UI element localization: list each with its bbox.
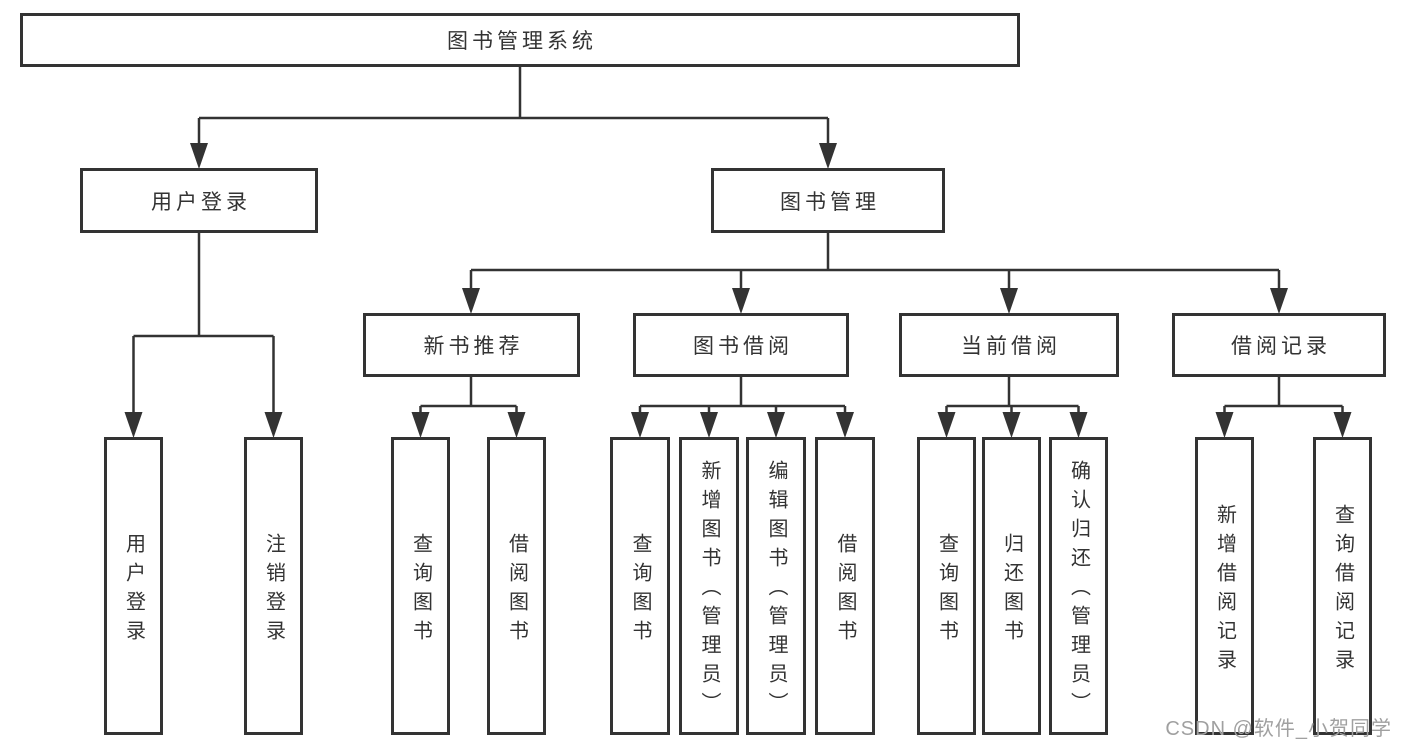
leaf-bb-edit-books-admin: 编辑图书（管理员）: [746, 437, 806, 735]
node-new-book-recommend: 新书推荐: [363, 313, 580, 377]
node-book-borrowing: 图书借阅: [633, 313, 849, 377]
leaf-nb-query-books: 查询图书: [391, 437, 450, 735]
node-label: 借阅图书: [505, 532, 528, 649]
node-label: 注销登录: [262, 532, 285, 649]
leaf-bb-query-books: 查询图书: [610, 437, 670, 735]
leaf-cb-confirm-return-admin: 确认归还（管理员）: [1049, 437, 1108, 735]
node-label: 图书管理系统: [447, 30, 597, 53]
node-label: 查询图书: [935, 532, 958, 649]
leaf-br-add-record: 新增借阅记录: [1195, 437, 1254, 735]
node-user-login: 用户登录: [80, 168, 318, 233]
leaf-cb-return-books: 归还图书: [982, 437, 1041, 735]
node-label: 查询借阅记录: [1331, 503, 1354, 678]
node-label: 用户登录: [122, 532, 145, 649]
leaf-cb-query-books: 查询图书: [917, 437, 976, 735]
leaf-bb-add-books-admin: 新增图书（管理员）: [679, 437, 739, 735]
leaf-user-login: 用户登录: [104, 437, 163, 735]
node-label: 借阅记录: [1231, 335, 1331, 358]
node-current-borrowing: 当前借阅: [899, 313, 1119, 377]
node-label: 归还图书: [1000, 532, 1023, 649]
node-label: 编辑图书（管理员）: [765, 460, 787, 721]
node-label: 查询图书: [409, 532, 432, 649]
node-label: 图书借阅: [693, 335, 793, 358]
arrowheads: [124, 143, 1352, 438]
node-label: 确认归还（管理员）: [1067, 460, 1090, 721]
node-borrowing-records: 借阅记录: [1172, 313, 1386, 377]
node-label: 新书推荐: [423, 335, 524, 358]
node-library-system: 图书管理系统: [20, 13, 1020, 67]
node-label: 新增图书（管理员）: [698, 460, 720, 721]
node-label: 查询图书: [629, 532, 651, 649]
watermark: CSDN @软件_小贺同学: [1165, 718, 1392, 740]
node-label: 借阅图书: [834, 532, 856, 649]
node-label: 图书管理: [780, 190, 880, 214]
leaf-logout-login: 注销登录: [244, 437, 303, 735]
leaf-nb-borrow-books: 借阅图书: [487, 437, 546, 735]
node-label: 当前借阅: [961, 335, 1061, 358]
node-book-management: 图书管理: [711, 168, 945, 233]
node-label: 新增借阅记录: [1213, 503, 1236, 678]
leaf-br-query-record: 查询借阅记录: [1313, 437, 1372, 735]
node-label: 用户登录: [151, 190, 251, 214]
leaf-bb-borrow-books: 借阅图书: [815, 437, 875, 735]
